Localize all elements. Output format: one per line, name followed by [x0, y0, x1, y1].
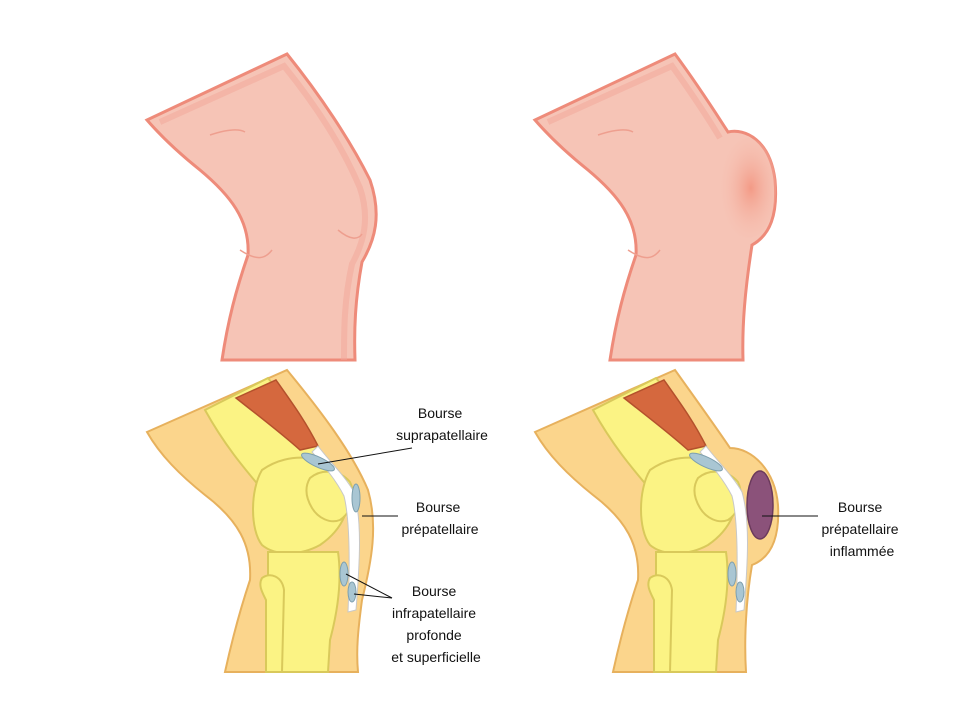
leader-infrapatellar-2	[353, 593, 393, 599]
label-inflamed-line3: inflammée	[830, 543, 895, 559]
label-infrapatellar-line3: profonde	[406, 627, 461, 643]
leader-infrapatellar-1	[345, 573, 393, 599]
label-inflamed: Bourse prépatellaire inflammée	[822, 499, 903, 559]
label-prepatellar-line2: prépatellaire	[401, 521, 478, 537]
label-prepatellar: Bourse prépatellaire	[401, 499, 478, 537]
knee-external-normal	[144, 52, 378, 362]
knee-section-inflamed	[533, 368, 780, 673]
label-suprapatellar-line2: suprapatellaire	[396, 427, 488, 443]
label-inflamed-line2: prépatellaire	[822, 521, 899, 537]
label-infrapatellar: Bourse infrapatellaire profonde et super…	[391, 583, 481, 665]
label-infrapatellar-line1: Bourse	[412, 583, 457, 599]
leader-suprapatellar	[317, 447, 413, 465]
label-prepatellar-line1: Bourse	[416, 499, 461, 515]
label-infrapatellar-line2: infrapatellaire	[392, 605, 476, 621]
knee-section-normal	[145, 368, 375, 673]
knee-external-swollen	[532, 52, 778, 362]
label-suprapatellar: Bourse suprapatellaire	[396, 405, 488, 443]
label-suprapatellar-line1: Bourse	[418, 405, 463, 421]
label-inflamed-line1: Bourse	[838, 499, 883, 515]
label-infrapatellar-line4: et superficielle	[391, 649, 481, 665]
leader-lines	[317, 447, 818, 599]
